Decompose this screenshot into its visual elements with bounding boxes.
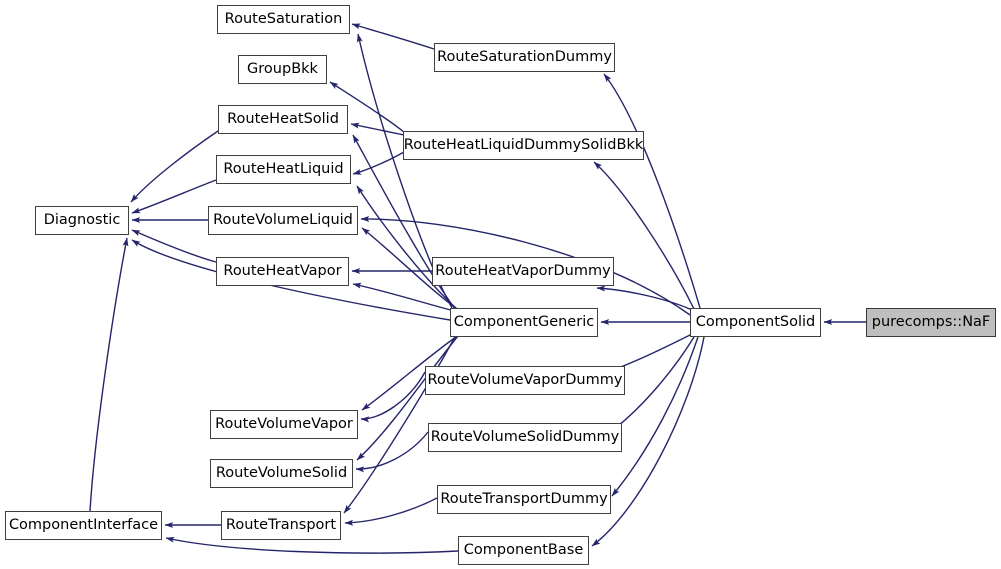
class-node-label: ComponentGeneric — [453, 314, 595, 331]
class-node-componentbase[interactable]: ComponentBase — [458, 536, 589, 565]
class-node-routesaturationdummy[interactable]: RouteSaturationDummy — [434, 43, 615, 72]
class-node-label: RouteHeatVaporDummy — [435, 263, 611, 280]
inheritance-edge — [352, 151, 405, 175]
class-node-label: RouteHeatLiquid — [223, 161, 344, 178]
class-node-routevolumesolid[interactable]: RouteVolumeSolid — [210, 459, 353, 488]
inheritance-edge — [611, 336, 695, 432]
class-node-routeheatliquid[interactable]: RouteHeatLiquid — [216, 155, 351, 184]
inheritance-edge — [131, 179, 217, 214]
class-node-label: RouteHeatLiquidDummySolidBkk — [403, 137, 644, 154]
class-node-label: ComponentSolid — [695, 314, 816, 331]
class-node-purecomps-naf[interactable]: purecomps::NaF — [866, 308, 996, 337]
class-node-routeheatsolid[interactable]: RouteHeatSolid — [218, 105, 348, 134]
class-node-routevolumevapor[interactable]: RouteVolumeVapor — [210, 410, 358, 439]
class-node-routetransport[interactable]: RouteTransport — [221, 511, 341, 540]
class-node-label: RouteTransportDummy — [440, 491, 608, 508]
inheritance-edge — [361, 227, 461, 312]
inheritance-edge — [356, 185, 459, 311]
class-node-label: GroupBkk — [247, 61, 318, 78]
inheritance-edge — [596, 285, 693, 311]
class-node-routevolumesoliddummy[interactable]: RouteVolumeSolidDummy — [428, 423, 622, 452]
class-node-label: ComponentBase — [463, 542, 584, 559]
inheritance-edge — [355, 431, 429, 473]
class-node-routeheatliquiddummysolidbkk[interactable]: RouteHeatLiquidDummySolidBkk — [403, 131, 644, 160]
class-node-label: purecomps::NaF — [871, 314, 991, 331]
inheritance-edge — [611, 336, 699, 497]
class-node-label: RouteSaturation — [224, 11, 343, 28]
class-node-label: RouteHeatSolid — [227, 111, 339, 128]
class-node-routeheatvapordummy[interactable]: RouteHeatVaporDummy — [432, 257, 614, 286]
class-node-componentinterface[interactable]: ComponentInterface — [5, 511, 162, 540]
class-node-label: ComponentInterface — [8, 517, 159, 534]
class-node-routevolumevapordummy[interactable]: RouteVolumeVaporDummy — [425, 366, 625, 395]
inheritance-edge — [329, 81, 406, 134]
class-node-diagnostic[interactable]: Diagnostic — [35, 206, 129, 235]
class-node-label: RouteVolumeSolidDummy — [430, 429, 620, 446]
inheritance-edge — [165, 536, 459, 554]
inheritance-edge — [361, 333, 461, 411]
class-node-componentgeneric[interactable]: ComponentGeneric — [450, 308, 598, 337]
inheritance-edge — [360, 215, 691, 316]
inheritance-edge — [351, 23, 435, 50]
class-node-routeheatvapor[interactable]: RouteHeatVapor — [216, 257, 349, 286]
inheritance-edge — [593, 161, 695, 310]
class-node-routesaturation[interactable]: RouteSaturation — [217, 5, 350, 34]
inheritance-edge — [131, 229, 217, 263]
inheritance-edge — [350, 122, 405, 136]
class-node-componentsolid[interactable]: ComponentSolid — [690, 308, 821, 337]
inheritance-edge — [603, 73, 701, 309]
inheritance-edge — [360, 371, 426, 423]
inheritance-edge — [344, 497, 438, 526]
inheritance-edge — [352, 134, 456, 310]
class-node-groupbkk[interactable]: GroupBkk — [238, 55, 327, 84]
class-node-label: RouteSaturationDummy — [437, 49, 612, 66]
class-node-routevolumeliquid[interactable]: RouteVolumeLiquid — [208, 206, 358, 235]
class-node-routetransportdummy[interactable]: RouteTransportDummy — [437, 485, 611, 514]
inheritance-edge — [89, 237, 129, 512]
edge-group — [89, 23, 866, 554]
class-node-label: RouteVolumeLiquid — [213, 212, 353, 229]
inheritance-edge — [343, 336, 456, 514]
class-node-label: RouteHeatVapor — [223, 263, 342, 280]
class-node-label: RouteVolumeSolid — [215, 465, 348, 482]
inheritance-edge — [591, 336, 705, 547]
class-node-label: RouteTransport — [225, 517, 337, 534]
class-node-label: Diagnostic — [43, 212, 121, 229]
class-node-label: RouteVolumeVaporDummy — [427, 372, 623, 389]
class-node-label: RouteVolumeVapor — [215, 416, 353, 433]
inheritance-edge — [130, 130, 219, 203]
